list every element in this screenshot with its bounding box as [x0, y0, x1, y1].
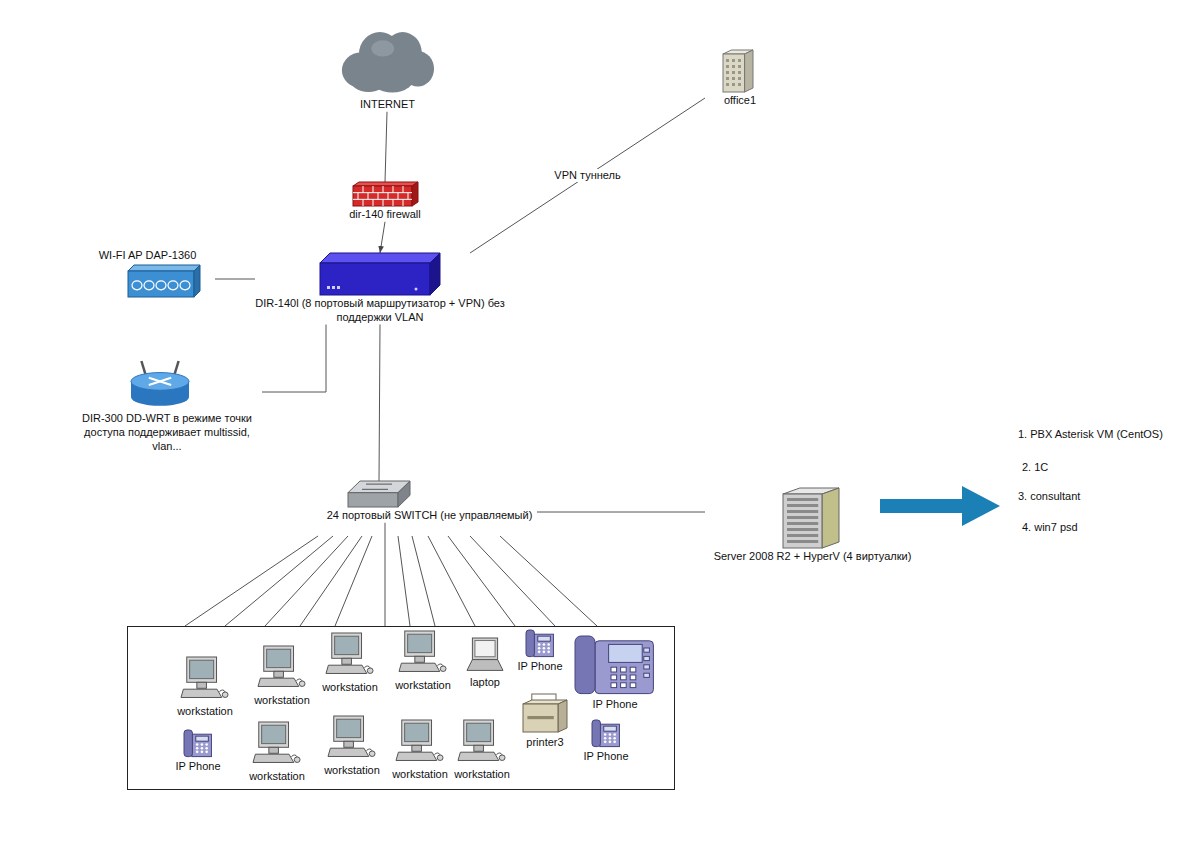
- device-label: 24 портовый SWITCH (не управляемый): [322, 509, 537, 523]
- device-label: dir-140 firewall: [320, 208, 450, 222]
- vm-list-item: 4. win7 psd: [1022, 521, 1078, 535]
- device-node: laptop: [463, 638, 507, 690]
- fan-line: [300, 536, 362, 626]
- device-node: Server 2008 R2 + HyperV (4 виртуалки): [705, 488, 920, 564]
- fan-line: [265, 536, 348, 626]
- device-node: DIR-300 DD-WRT в режиме точки доступа по…: [72, 358, 262, 453]
- laptop-icon: [467, 638, 503, 674]
- device-node: WI-FI AP DAP-1360: [80, 249, 215, 297]
- device-label: workstation: [322, 764, 382, 778]
- fan-line: [470, 536, 555, 626]
- workstation-icon: [258, 646, 306, 692]
- switch-fan-lines: [185, 536, 597, 626]
- printer-icon: [523, 694, 567, 734]
- device-node: workstation: [320, 633, 380, 695]
- network-link: [379, 325, 380, 482]
- device-node: office1: [705, 50, 775, 108]
- device-node: printer3: [520, 694, 570, 750]
- network-link: [215, 279, 255, 280]
- fan-line: [412, 536, 435, 626]
- network-link: [262, 325, 326, 393]
- workstation-icon: [181, 657, 229, 703]
- device-node: dir-140 firewall: [320, 182, 450, 222]
- fan-line: [500, 536, 597, 626]
- switch-icon: [348, 481, 410, 507]
- device-label: IP Phone: [170, 760, 226, 774]
- link-label: VPN туннель: [552, 169, 622, 183]
- network-link: [385, 523, 386, 626]
- device-node: INTERNET: [330, 28, 445, 112]
- firewall-icon: [353, 182, 418, 206]
- workstation-icon: [396, 720, 444, 766]
- ip-phone-icon: [526, 630, 554, 658]
- device-node: workstation: [322, 716, 382, 778]
- network-link: [385, 112, 387, 182]
- fan-line: [225, 536, 333, 626]
- fan-line: [185, 536, 318, 626]
- device-label: DIR-300 DD-WRT в режиме точки доступа по…: [72, 412, 262, 453]
- device-node: workstation: [252, 646, 312, 708]
- access-point-icon: [128, 265, 200, 297]
- device-label: workstation: [393, 679, 453, 693]
- group-frame: workstationworkstationworkstationworksta…: [127, 626, 675, 790]
- fan-line: [398, 536, 410, 626]
- device-node: workstation: [175, 657, 235, 719]
- device-node: IP Phone: [512, 630, 568, 674]
- device-label: WI-FI AP DAP-1360: [80, 249, 215, 263]
- device-label: workstation: [320, 681, 380, 695]
- device-label: workstation: [452, 768, 512, 782]
- device-node: workstation: [393, 631, 453, 693]
- device-label: DIR-140l (8 портовый маршрутизатор + VPN…: [255, 297, 505, 325]
- ip-phone-icon: [184, 730, 212, 758]
- device-node: 24 портовый SWITCH (не управляемый): [322, 481, 537, 523]
- vm-list-item: 2. 1С: [1022, 461, 1048, 475]
- device-node: DIR-140l (8 портовый маршрутизатор + VPN…: [255, 253, 505, 325]
- workstation-icon: [399, 631, 447, 677]
- device-label: IP Phone: [578, 750, 634, 764]
- device-node: IP Phone: [573, 636, 657, 712]
- fan-line: [335, 536, 372, 626]
- cloud-icon: [340, 28, 435, 96]
- fan-line: [428, 536, 475, 626]
- wireless-router-icon: [129, 358, 191, 410]
- device-node: workstation: [452, 720, 512, 782]
- workstation-icon: [253, 722, 301, 768]
- workstation-icon: [326, 633, 374, 679]
- device-label: Server 2008 R2 + HyperV (4 виртуалки): [705, 550, 920, 564]
- ip-phone-icon: [575, 636, 655, 696]
- device-label: workstation: [390, 768, 450, 782]
- device-node: workstation: [247, 722, 307, 784]
- ip-phone-icon: [592, 720, 620, 748]
- office-building-icon: [723, 50, 753, 92]
- router-icon: [320, 253, 440, 295]
- device-node: workstation: [390, 720, 450, 782]
- network-link: [537, 512, 705, 513]
- device-label: printer3: [520, 736, 570, 750]
- device-node: IP Phone: [170, 730, 226, 774]
- device-label: workstation: [247, 770, 307, 784]
- vm-list-item: 1. PBX Asterisk VM (CentOS): [1018, 428, 1163, 442]
- device-node: IP Phone: [578, 720, 634, 764]
- network-link: [470, 98, 705, 253]
- workstation-icon: [458, 720, 506, 766]
- workstation-icon: [328, 716, 376, 762]
- block-arrow: [880, 486, 1000, 526]
- device-label: office1: [705, 94, 775, 108]
- device-label: INTERNET: [330, 98, 445, 112]
- device-label: IP Phone: [573, 698, 657, 712]
- server-icon: [783, 488, 839, 548]
- device-label: laptop: [463, 676, 507, 690]
- vm-list-item: 3. consultant: [1018, 490, 1080, 504]
- device-label: workstation: [175, 705, 235, 719]
- device-label: workstation: [252, 694, 312, 708]
- device-label: IP Phone: [512, 660, 568, 674]
- fan-line: [448, 536, 515, 626]
- network-link: [380, 222, 385, 253]
